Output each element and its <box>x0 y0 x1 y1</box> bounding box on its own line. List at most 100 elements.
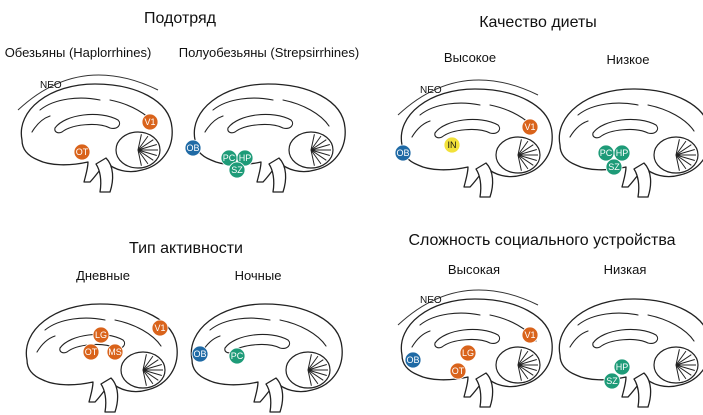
neo-label: NEO <box>420 295 442 306</box>
region-ot: OT <box>73 143 91 161</box>
brainstem <box>268 157 287 193</box>
region-label: LG <box>95 330 107 340</box>
corpus-callosum <box>227 113 294 134</box>
cerebellum <box>288 131 334 169</box>
brain-label-diurnal: Дневные <box>76 268 130 283</box>
region-sz: SZ <box>603 372 621 390</box>
brain-label-strepsirrhines: Полуобезьяны (Strepsirrhines) <box>178 45 360 60</box>
region-label: OB <box>396 148 409 158</box>
neocortex-arc <box>397 289 539 326</box>
brainstem <box>265 377 284 413</box>
panel-title-social-complexity: Сложность социального устройства <box>408 232 676 249</box>
region-label: OB <box>193 349 206 359</box>
brain-label-haplorrhines: Обезьяны (Haplorrhines) <box>4 45 152 60</box>
cerebellum <box>495 346 541 384</box>
region-sz: SZ <box>228 161 246 179</box>
brain-outline <box>400 88 553 188</box>
region-label: OT <box>452 366 465 376</box>
region-v1: V1 <box>521 118 539 136</box>
corpus-callosum <box>592 328 659 349</box>
region-label: MS <box>108 347 122 357</box>
region-ob: OB <box>394 144 412 162</box>
cerebellum <box>115 131 161 169</box>
region-lg: LG <box>459 344 477 362</box>
region-ot: OT <box>449 362 467 380</box>
region-ob: OB <box>191 345 209 363</box>
corpus-callosum <box>54 113 121 134</box>
region-label: PC <box>600 148 613 158</box>
region-hp: HP <box>613 358 631 376</box>
brain-nocturnal: OB PC <box>190 303 343 413</box>
brainstem <box>475 372 494 408</box>
region-label: SZ <box>608 162 620 172</box>
brainstem <box>475 162 494 198</box>
region-hp: HP <box>613 144 631 162</box>
brain-label-nocturnal: Ночные <box>234 268 282 283</box>
region-v1: V1 <box>141 113 159 131</box>
region-label: SZ <box>231 165 243 175</box>
brainstem <box>100 377 119 413</box>
brain-label-social-high: Высокая <box>447 262 501 277</box>
panel-title-suborder: Подотряд <box>144 10 216 27</box>
region-pc: PC <box>228 347 246 365</box>
region-v1: V1 <box>151 319 169 337</box>
region-label: HP <box>616 148 629 158</box>
brain-label-social-low: Низкая <box>603 262 647 277</box>
region-label: OT <box>85 347 98 357</box>
cerebellum <box>120 351 166 389</box>
brain-label-diet-high: Высокое <box>443 50 497 65</box>
cerebellum <box>285 351 331 389</box>
region-ot: OT <box>82 343 100 361</box>
region-label: HP <box>616 362 629 372</box>
corpus-callosum <box>434 328 501 349</box>
brain-outline <box>400 298 553 398</box>
region-label: IN <box>448 140 457 150</box>
panel-title-diet-quality: Качество диеты <box>479 14 597 31</box>
corpus-callosum <box>592 118 659 139</box>
region-ob: OB <box>184 139 202 157</box>
brain-outline <box>193 83 346 183</box>
region-label: LG <box>462 348 474 358</box>
panel-title-activity-type: Тип активности <box>129 240 243 257</box>
brain-outline <box>25 303 178 403</box>
region-lg: LG <box>92 326 110 344</box>
neocortex-arc <box>397 79 539 116</box>
brainstem <box>633 372 652 408</box>
region-label: SZ <box>606 376 618 386</box>
region-label: V1 <box>524 330 535 340</box>
neo-label: NEO <box>420 85 442 96</box>
region-label: V1 <box>144 117 155 127</box>
region-label: OB <box>186 143 199 153</box>
brain-social-low: HP SZ <box>558 298 703 408</box>
region-ms: MS <box>106 343 124 361</box>
region-sz: SZ <box>605 158 623 176</box>
region-label: OT <box>76 147 89 157</box>
region-hp: HP <box>236 149 254 167</box>
region-label: PC <box>231 351 244 361</box>
region-label: HP <box>239 153 252 163</box>
region-label: V1 <box>524 122 535 132</box>
region-label: OB <box>406 355 419 365</box>
brain-outline <box>20 83 173 183</box>
cerebellum <box>653 346 699 384</box>
brain-outline <box>190 303 343 403</box>
region-label: PC <box>223 153 236 163</box>
cerebellum <box>495 136 541 174</box>
region-pc: PC <box>597 144 615 162</box>
neo-label: NEO <box>40 80 62 91</box>
region-in: IN <box>443 136 461 154</box>
region-ob: OB <box>404 351 422 369</box>
corpus-callosum <box>434 118 501 139</box>
neocortex-arc <box>17 74 159 111</box>
region-label: V1 <box>154 323 165 333</box>
brainstem <box>95 157 114 193</box>
cerebellum <box>653 136 699 174</box>
brain-label-diet-low: Низкое <box>606 52 650 67</box>
corpus-callosum <box>224 333 291 354</box>
